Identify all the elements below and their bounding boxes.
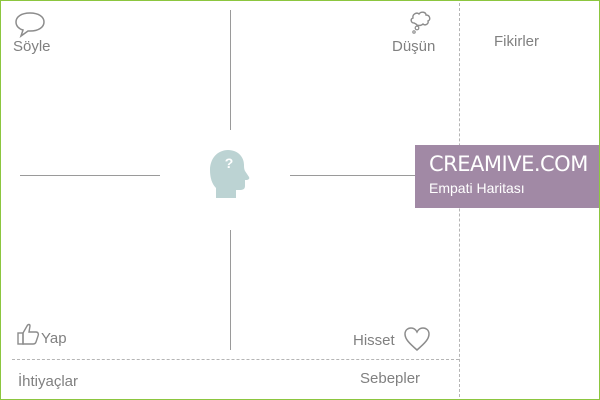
reasons-label: Sebepler (360, 370, 421, 387)
divider-vertical-bottom (230, 230, 231, 350)
brand-banner: CREAMIVE.COM Empati Haritası (415, 145, 599, 208)
head-question-icon (210, 150, 250, 198)
ideas-label: Fikirler (494, 33, 539, 50)
brand-title: CREAMIVE.COM (429, 152, 588, 176)
thumbs-up-icon (17, 323, 40, 345)
question-mark: ? (224, 155, 234, 171)
divider-horizontal-right (290, 175, 430, 176)
divider-vertical-top (230, 10, 231, 130)
thought-bubble-icon (410, 11, 431, 34)
speech-bubble-icon (15, 12, 45, 38)
say-label: Söyle (13, 38, 51, 55)
feel-label: Hisset (353, 332, 395, 349)
do-label: Yap (41, 330, 67, 347)
needs-label: İhtiyaçlar (18, 373, 79, 390)
bottom-row-separator (12, 359, 459, 360)
banner-subtitle: Empati Haritası (429, 180, 525, 196)
heart-icon (404, 327, 430, 351)
think-label: Düşün (392, 38, 436, 55)
divider-horizontal-left (20, 175, 160, 176)
